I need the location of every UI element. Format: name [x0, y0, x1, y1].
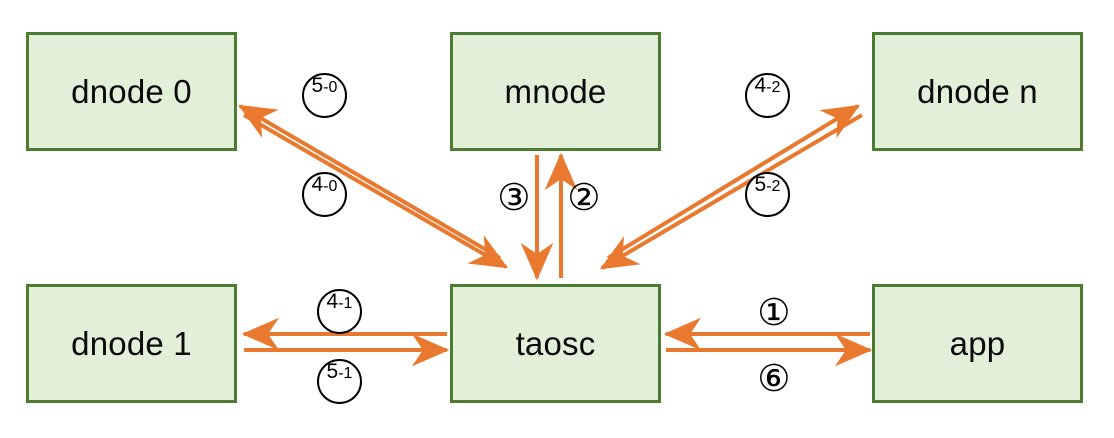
- node-label: dnode 0: [71, 73, 192, 110]
- node-dnode-0[interactable]: dnode 0: [26, 32, 237, 151]
- edge-label-major: 4: [326, 290, 339, 313]
- arrow-dnoden-to-taosc: [599, 113, 864, 270]
- node-label: dnode 1: [71, 325, 192, 362]
- arrow-dnode0-to-taosc: [237, 104, 502, 260]
- node-dnode-n[interactable]: dnode n: [872, 32, 1083, 151]
- edge-label-minor: -2: [766, 178, 781, 195]
- edge-label-minor: -0: [323, 79, 338, 96]
- edge-label-major: 4: [754, 74, 767, 97]
- edge-label-5-1: 5-1: [317, 359, 362, 404]
- edge-label-major: 5: [754, 173, 767, 196]
- node-mnode[interactable]: mnode: [450, 32, 661, 151]
- edge-label-5-2: 5-2: [745, 172, 790, 217]
- node-label: mnode: [504, 73, 607, 110]
- node-label: taosc: [515, 325, 596, 362]
- edge-label-major: 5: [311, 74, 324, 97]
- edge-label-4-1: 4-1: [317, 289, 362, 334]
- edge-label-6: ⑥: [757, 357, 791, 400]
- edge-label-4-2: 4-2: [745, 73, 790, 118]
- node-app[interactable]: app: [872, 284, 1083, 403]
- edge-label-minor: -1: [338, 295, 353, 312]
- edge-label-minor: -1: [338, 365, 353, 382]
- arrow-taosc-to-dnoden: [606, 104, 861, 260]
- edge-label-1: ①: [757, 291, 791, 334]
- edge-label-minor: -2: [766, 79, 781, 96]
- edge-label-major: 4: [311, 173, 324, 196]
- node-dnode-1[interactable]: dnode 1: [26, 284, 237, 403]
- edge-label-2: ②: [567, 176, 601, 219]
- node-label: app: [949, 325, 1006, 362]
- edge-label-3: ③: [497, 176, 531, 219]
- edge-label-major: 5: [326, 360, 339, 383]
- edge-label-minor: -0: [323, 178, 338, 195]
- node-label: dnode n: [917, 73, 1038, 110]
- edge-label-5-0: 5-0: [302, 73, 347, 118]
- arrow-taosc-to-dnode0: [242, 113, 509, 269]
- edge-label-4-0: 4-0: [302, 172, 347, 217]
- node-taosc[interactable]: taosc: [450, 284, 661, 403]
